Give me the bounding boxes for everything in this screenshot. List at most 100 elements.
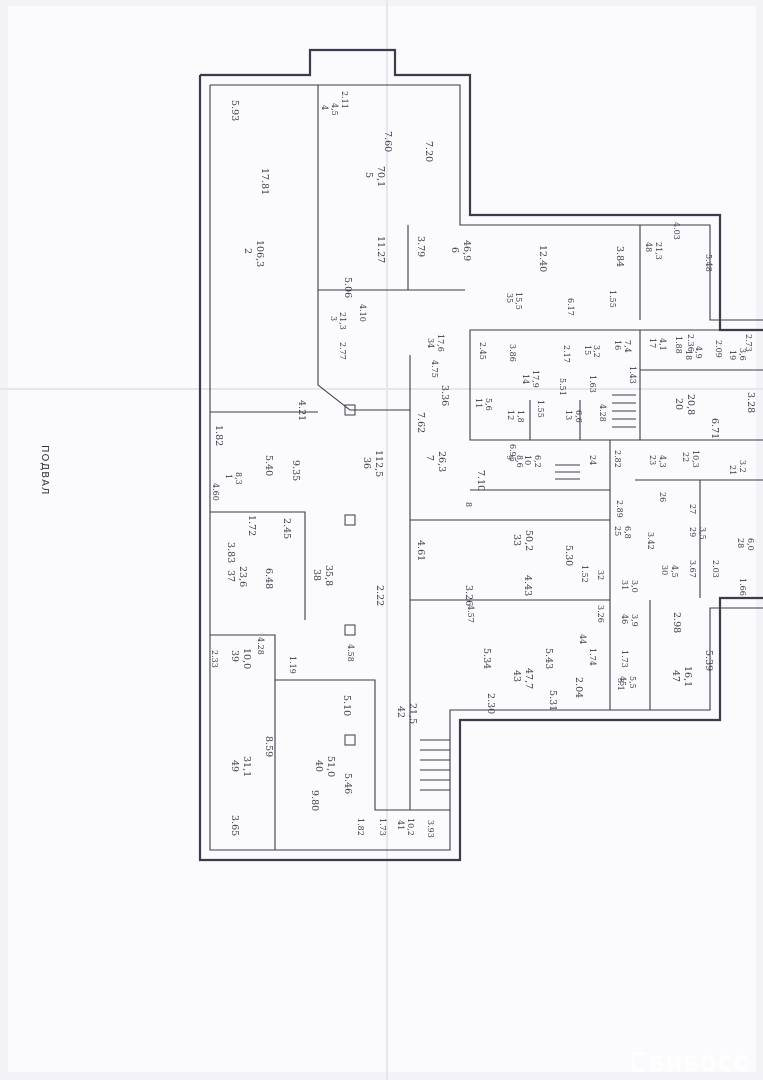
- room-21-dim: 3.2: [738, 460, 747, 473]
- room-11-area: 5,6: [484, 398, 493, 411]
- room-40-area: 51,0: [325, 756, 336, 777]
- outer-walls: [198, 48, 763, 862]
- room-43-dim: 5.34: [481, 648, 492, 669]
- room-15-dim: 1.63: [588, 375, 597, 393]
- room-5-area: 70,1: [375, 166, 386, 187]
- room-16-dim: 1.43: [628, 366, 637, 384]
- room-44-dim: 1.74: [588, 648, 597, 666]
- room-20-dim: 3.28: [745, 392, 756, 413]
- room-14-dim: 3.86: [508, 344, 517, 362]
- paper-fold-line: [0, 388, 763, 390]
- room-36-area: 112,5: [373, 450, 384, 477]
- room-3-number: 3: [329, 316, 338, 321]
- room-20-dim: 6.71: [709, 418, 720, 439]
- room-1-area: 8,3: [234, 472, 243, 485]
- room-7-dim: 7.62: [415, 412, 426, 433]
- room-2-dim: 5.93: [229, 100, 240, 121]
- room-12-area: 1,8: [516, 410, 525, 423]
- room-40-dim: 9.80: [309, 790, 320, 811]
- room-36-dim: 3.36: [439, 385, 450, 406]
- room-19-area: 3,6: [738, 348, 747, 361]
- room-9-area: 8,6: [515, 455, 524, 468]
- room-31-area: 3,0: [630, 580, 639, 593]
- room-24-number: 24: [588, 455, 597, 465]
- room-38-area: 35,8: [323, 565, 334, 586]
- room-43-dim: 2.30: [485, 693, 496, 714]
- room-36-number: 36: [361, 457, 372, 469]
- room-2-area: 106,3: [254, 240, 265, 267]
- room-36-dim: 1.82: [213, 425, 224, 446]
- room-45-number: 45: [618, 676, 627, 686]
- room-18-number: 18: [684, 350, 693, 360]
- room-5-dim: 11.27: [375, 236, 386, 263]
- room-43-number: 43: [511, 670, 522, 682]
- room-49-dim: 3.65: [229, 815, 240, 836]
- room-48-dim: 4.03: [672, 222, 681, 240]
- room-45-dim: 1.73: [620, 650, 629, 668]
- room-33-dim: 5.30: [563, 545, 574, 566]
- room-42-area: 21,5: [407, 703, 418, 724]
- room-13-number: 13: [564, 410, 573, 420]
- room-49-area: 31,1: [241, 756, 252, 777]
- room-26-number: 26: [658, 492, 667, 502]
- room-19-number: 19: [728, 350, 737, 360]
- room-13-dim: 4.28: [598, 404, 607, 422]
- room-31-dim: 1.52: [580, 565, 589, 583]
- room-29-number: 29: [688, 527, 697, 537]
- watermark: БИБОСС: [632, 1052, 749, 1076]
- room-10-area: 6,2: [533, 455, 542, 468]
- room-46-number: 46: [620, 614, 629, 624]
- room-3-area: 21,3: [338, 312, 347, 330]
- room-43-dim: 2.04: [573, 677, 584, 698]
- room-36-dim: 9.35: [290, 460, 301, 481]
- room-2-dim: 17.81: [259, 168, 270, 195]
- room-4-number: 4: [320, 105, 329, 110]
- room-4-area: 4,5: [330, 103, 339, 116]
- room-47-dim: 2.98: [671, 612, 682, 633]
- room-44-dim: 3.26: [596, 605, 605, 623]
- room-6-number: 6: [449, 247, 460, 253]
- room-16-area: 7,4: [623, 340, 632, 353]
- room-39-dim: 4.28: [256, 637, 265, 655]
- room-47-number: 47: [670, 670, 681, 682]
- room-18-dim: 2.09: [714, 340, 723, 358]
- room-41-dim: 3.93: [426, 820, 435, 838]
- room-5-dim: 7.20: [423, 141, 434, 162]
- room-5-dim: 5.06: [342, 277, 353, 298]
- room-38-dim: 2.45: [281, 518, 292, 539]
- room-14-area: 17,9: [531, 370, 540, 388]
- room-35-area: 15,5: [514, 292, 523, 310]
- columns: [344, 404, 356, 746]
- room-2-number: 2: [242, 248, 253, 254]
- room-34-number: 34: [426, 338, 435, 348]
- room-7-dim: 7.10: [475, 470, 486, 491]
- room-33-dim: 2.22: [374, 585, 385, 606]
- room-12-dim: 1.55: [536, 400, 545, 418]
- room-31-number: 31: [620, 580, 629, 590]
- room-43-dim: 5.43: [543, 648, 554, 669]
- room-23-area: 4,3: [658, 455, 667, 468]
- floor-plan-title: ПОДВАЛ: [39, 445, 50, 496]
- room-33-number: 33: [511, 534, 522, 546]
- room-6-dim: 3.84: [614, 246, 625, 267]
- room-33-area: 50,2: [523, 530, 534, 551]
- room-18-area: 4,9: [694, 346, 703, 359]
- room-20-area: 20,8: [685, 394, 696, 415]
- room-37-area: 23,6: [237, 566, 248, 587]
- room-39-area: 10,0: [241, 648, 252, 669]
- room-25-dim: 2.89: [615, 500, 624, 518]
- room-34-dim: 4.75: [430, 360, 439, 378]
- room-8-number: 8: [464, 502, 473, 507]
- inner-walls: [210, 85, 763, 850]
- room-23-number: 23: [648, 455, 657, 465]
- room-37-dim: 1.72: [246, 515, 257, 536]
- room-18-dim: 2.36: [686, 334, 695, 352]
- paper-fold-line: [386, 0, 388, 1080]
- room-37-number: 37: [225, 570, 236, 582]
- room-33-dim: 4.61: [415, 540, 426, 561]
- room-16-number: 16: [613, 340, 622, 350]
- room-24-dim: 2.82: [613, 450, 622, 468]
- room-14-dim: 5.51: [558, 378, 567, 396]
- room-36-dim: 5.40: [263, 455, 274, 476]
- room-35-dim: 6.17: [566, 298, 575, 316]
